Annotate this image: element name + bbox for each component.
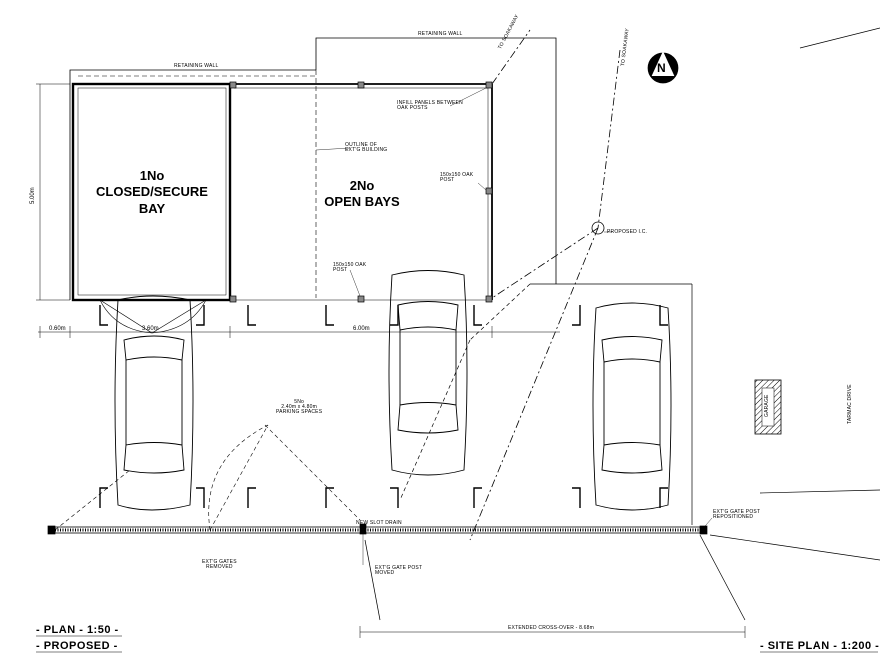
- tarmac-drive-label: TARMAC DRIVE: [847, 384, 853, 424]
- infill-panels-label: INFILL PANELS BETWEEN OAK POSTS: [397, 100, 463, 111]
- site-boundary: [364, 27, 880, 621]
- open-bays-structure: [229, 81, 493, 303]
- gate-post-moved-label: EXT'G GATE POST MOVED: [375, 565, 423, 576]
- extended-crossover-label: EXTENDED CROSS-OVER - 8.68m: [508, 625, 594, 631]
- gates-removed-label: EXT'G GATES REMOVED: [202, 559, 237, 570]
- retaining-wall-label: RETAINING WALL: [418, 31, 463, 37]
- gate-post-repositioned-label: EXT'G GATE POST REPOSITIONED: [713, 509, 761, 520]
- closed-secure-bay: [71, 82, 232, 334]
- proposed-ic: [591, 221, 605, 235]
- dimension-360: 3.60m: [142, 326, 159, 332]
- garage-label: GARAGE: [764, 394, 770, 417]
- car-right: [592, 302, 672, 511]
- site-plan-title: - SITE PLAN - 1:200 -: [760, 640, 880, 652]
- car-middle: [388, 270, 468, 476]
- dimension-lines: [36, 83, 746, 638]
- new-slot-drain-label: NEW SLOT DRAIN: [356, 520, 402, 526]
- parking-spaces-label: 5No 2.40m x 4.80m PARKING SPACES: [276, 399, 323, 415]
- title-underlines: [36, 635, 878, 653]
- north-arrow-label: N: [657, 61, 666, 75]
- car-left: [114, 295, 194, 511]
- oak-post-label: 150x150 OAK POST: [440, 172, 474, 183]
- proposed-ic-label: PROPOSED I.C.: [607, 229, 648, 235]
- drain-lines: [469, 29, 621, 541]
- oak-post-label: 150x150 OAK POST: [333, 262, 367, 273]
- closed-bay-label: 1No CLOSED/SECURE BAY: [96, 168, 208, 216]
- gates-removed: [54, 424, 361, 531]
- dimension-600: 6.00m: [353, 326, 370, 332]
- north-arrow-icon: [647, 51, 679, 84]
- outline-existing-label: OUTLINE OF EXT'G BUILDING: [345, 142, 388, 153]
- open-bays-label: 2No OPEN BAYS: [324, 178, 400, 210]
- retaining-wall-label: RETAINING WALL: [174, 63, 219, 69]
- parking-markings: [99, 305, 668, 508]
- garage: [754, 379, 782, 435]
- proposed-title: - PROPOSED -: [36, 640, 118, 652]
- dimension-060: 0.60m: [49, 326, 66, 332]
- plan-title: - PLAN - 1:50 -: [36, 624, 119, 636]
- dimension-5m: 5.00m: [30, 187, 36, 204]
- retaining-walls: [69, 37, 557, 300]
- leader-lines: [315, 87, 713, 565]
